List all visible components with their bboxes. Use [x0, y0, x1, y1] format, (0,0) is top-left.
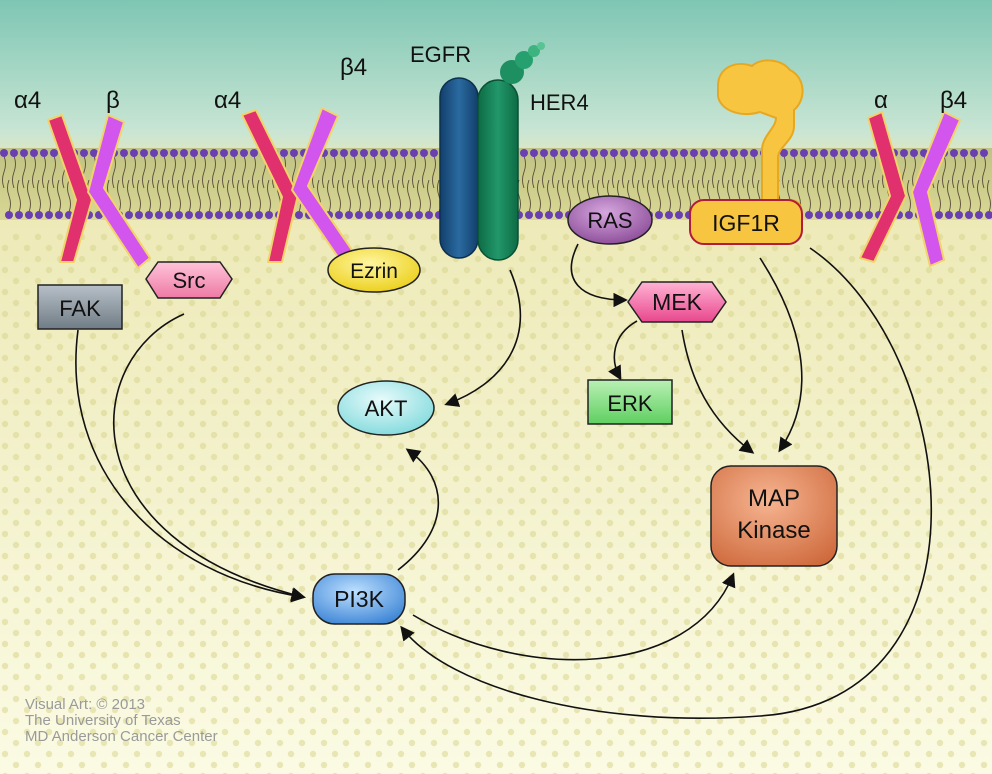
node-erk-label: ERK [607, 391, 653, 416]
label-alpha-3: α [874, 87, 888, 114]
node-akt: AKT [337, 380, 435, 436]
label-alpha4-2: α4 [214, 87, 241, 114]
node-igf1r: IGF1R [689, 199, 803, 245]
label-her4: HER4 [530, 90, 589, 115]
node-pi3k: PI3K [312, 573, 406, 625]
label-alpha4-1: α4 [14, 87, 41, 114]
node-fak: FAK [37, 284, 123, 330]
node-ezrin-label: Ezrin [350, 260, 398, 283]
arrow-ras-mek [570, 243, 628, 308]
node-ras-label: RAS [587, 208, 632, 233]
node-map-kinase: MAP Kinase [710, 465, 838, 567]
node-akt-label: AKT [365, 396, 408, 421]
credit-line-2: The University of Texas [25, 712, 181, 729]
integrin-beta4-3 [911, 111, 961, 267]
node-src-label: Src [173, 268, 206, 293]
integrin-beta-1 [87, 114, 151, 269]
label-egfr: EGFR [410, 42, 471, 67]
node-mek-label: MEK [652, 289, 703, 315]
label-beta4-3: β4 [940, 87, 967, 114]
node-fak-label: FAK [59, 296, 101, 321]
node-src: Src [145, 261, 233, 299]
arrow-pi3k-akt [397, 448, 440, 571]
node-erk: ERK [587, 379, 673, 425]
egfr-receptor [439, 77, 479, 259]
label-beta-1: β [106, 87, 120, 114]
node-map-label-line2: Kinase [737, 517, 810, 544]
credit-block: Visual Art: © 2013 The University of Tex… [25, 697, 218, 745]
arrow-mek-erk [608, 320, 638, 381]
label-beta4-2: β4 [340, 54, 367, 81]
node-pi3k-label: PI3K [334, 586, 385, 612]
node-map-label-line1: MAP [748, 485, 800, 512]
arrow-igf1r-pi3k [400, 247, 933, 719]
integrin-alpha4-1 [47, 114, 93, 263]
integrin-alpha4-2 [241, 109, 299, 263]
arrow-mek-map [681, 329, 755, 454]
arrows [75, 243, 933, 719]
arrow-igf1r-map [759, 257, 803, 453]
credit-line-3: MD Anderson Cancer Center [25, 728, 218, 745]
arrow-egfr-akt [444, 269, 522, 407]
credit-line-1: Visual Art: © 2013 [25, 696, 146, 713]
node-mek: MEK [627, 281, 727, 323]
integrin-alpha-3 [859, 111, 907, 263]
node-ezrin: Ezrin [327, 247, 421, 293]
node-ras: RAS [567, 195, 653, 245]
arrow-src-pi3k [112, 313, 306, 602]
node-igf1r-label: IGF1R [712, 210, 780, 236]
arrow-fak-pi3k [75, 329, 306, 603]
her4-receptor [477, 42, 545, 261]
arrow-pi3k-map [412, 572, 736, 661]
